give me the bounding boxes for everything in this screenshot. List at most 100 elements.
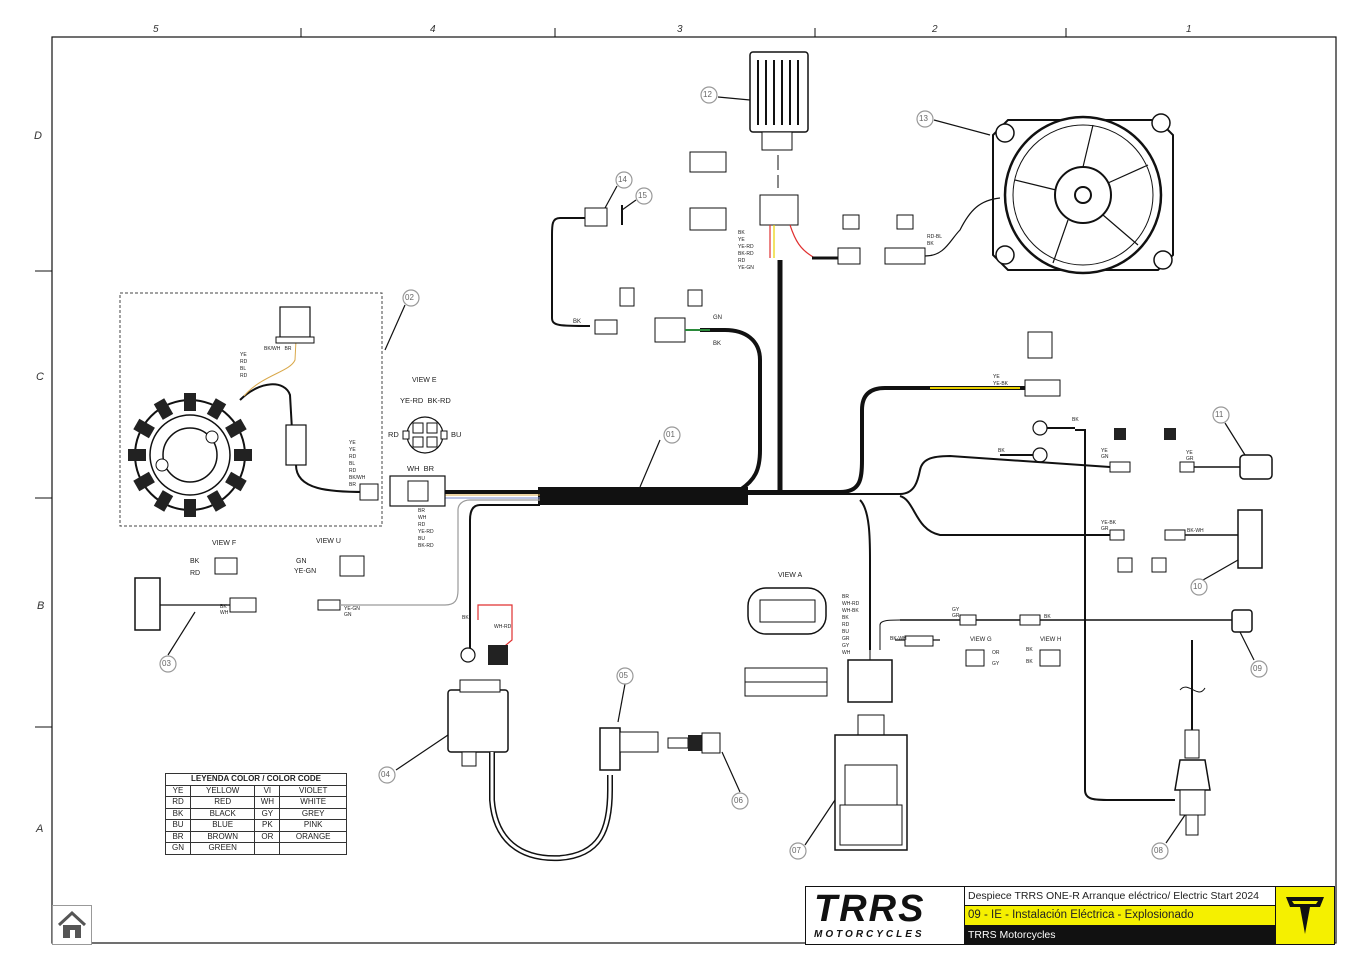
title-line-3: TRRS Motorcycles: [965, 926, 1276, 944]
callout-08: 08: [1154, 846, 1163, 855]
wire-label: YE-GN GN: [344, 606, 360, 618]
home-button[interactable]: [52, 905, 92, 945]
legend-color-name: GREEN: [189, 842, 256, 855]
wire-label: RD: [349, 454, 357, 460]
legend-code: VI: [254, 784, 281, 797]
legend-code: YE: [165, 784, 191, 797]
wire-label: BK: [998, 448, 1005, 454]
trrs-logo: TRRS MOTORCYCLES: [806, 887, 965, 944]
stator-boot: [285, 424, 307, 466]
view-a-label: VIEW A: [778, 572, 803, 579]
legend-color-name: BLACK: [189, 807, 256, 820]
callout-12: 12: [703, 90, 712, 99]
spark-cap-05: [599, 727, 621, 771]
legend-code: PK: [254, 819, 281, 832]
legend-title: LEYENDA COLOR / COLOR CODE: [165, 773, 347, 786]
wire-label: BK-RD: [418, 543, 434, 549]
view-kill-b: [1164, 428, 1176, 440]
view-e-face: [402, 416, 448, 454]
view-f-face: [214, 557, 238, 575]
wire-label: YE: [738, 237, 745, 243]
wire-label: BR: [349, 482, 356, 488]
stator-group-box: [119, 292, 383, 527]
wire-label: YE: [240, 352, 247, 358]
regulator-12: [749, 51, 809, 151]
wire-label: WH-RD: [842, 601, 860, 607]
callout-13: 13: [919, 114, 928, 123]
wire-label: YE: [993, 374, 1000, 380]
wire-label: WH-BK: [842, 608, 859, 614]
wire-label: GY: [842, 643, 850, 649]
wire-label: BK/WH BR: [264, 346, 292, 352]
wire-label: YE-RD: [738, 244, 754, 250]
wire-label: BK WH: [220, 604, 229, 616]
view-s-face: [619, 287, 635, 307]
wire-label: GY GR: [952, 607, 960, 619]
zone-letter: A: [36, 823, 44, 835]
legend-color-name: ORANGE: [279, 830, 347, 843]
wire-label: RD: [418, 522, 426, 528]
rectifier-10: [1237, 509, 1263, 569]
legend-color-name: VIOLET: [279, 784, 347, 797]
wire-label: RD: [240, 359, 248, 365]
callout-09: 09: [1253, 664, 1262, 673]
wire-label: YE GN: [1101, 448, 1109, 460]
callout-11: 11: [1215, 410, 1224, 419]
view-l-face: [687, 289, 703, 307]
legend-row: RD RED WH WHITE: [165, 796, 347, 809]
callout-01: 01: [666, 430, 675, 439]
wire-label: GR: [842, 636, 850, 642]
view-g-face: [965, 649, 985, 667]
kill-switch-11: [1239, 454, 1273, 480]
callout-03: 03: [162, 659, 171, 668]
zone-ticks: [35, 28, 1336, 728]
ecu-07: [834, 734, 908, 851]
legend-row: GN GREEN: [165, 842, 347, 855]
part-03: [134, 577, 161, 631]
logo-subtext: MOTORCYCLES: [814, 929, 925, 940]
callout-07: 07: [792, 846, 801, 855]
wire-label: YE-GN: [738, 265, 754, 271]
stator: [128, 393, 252, 517]
wire-label: BK/WH: [349, 475, 366, 481]
legend-color-name: GREY: [279, 807, 347, 820]
wire-label: BK: [1026, 647, 1033, 653]
legend-code: WH: [254, 796, 281, 809]
wire-label: RD: [240, 373, 248, 379]
wire-label: BK: [842, 615, 849, 621]
zone-number: 3: [677, 24, 683, 35]
wire-label: YE GR: [1186, 450, 1194, 462]
legend-color-name: [279, 842, 347, 855]
wire-label: BL: [349, 461, 356, 467]
title-block: TRRS MOTORCYCLES Despiece TRRS ONE-R Arr…: [805, 886, 1335, 945]
zone-letter: D: [34, 130, 42, 142]
legend-code: GN: [165, 842, 191, 855]
home-icon: [57, 910, 87, 938]
legend-code: BK: [165, 807, 191, 820]
relay-connector: [1024, 379, 1061, 397]
fan-13: [992, 113, 1174, 275]
stator-plug: [359, 483, 379, 501]
logo-text: TRRS: [814, 888, 926, 930]
callout-06: 06: [734, 796, 743, 805]
view-e-label: VIEW E: [412, 377, 437, 384]
wire-label: YE-BK GR: [1101, 520, 1117, 532]
wire-label: GN: [713, 315, 722, 321]
wire-label: RD: [190, 570, 201, 577]
switch-09: [1231, 609, 1253, 633]
wire-label: BK: [713, 341, 722, 347]
sensor-08: [1174, 759, 1211, 791]
legend-row: BU BLUE PK PINK: [165, 819, 347, 832]
wire-label: BK-RD: [738, 251, 754, 257]
legend-code: OR: [254, 830, 281, 843]
wire-label: YE-BK: [993, 381, 1009, 387]
view-h-label: VIEW H: [1040, 637, 1062, 643]
sensor-14-body: [584, 207, 608, 227]
main-harness-sleeve: [538, 487, 748, 505]
wire-label: BU: [451, 430, 462, 439]
relay-face: [1027, 331, 1053, 359]
view-f-label: VIEW F: [212, 540, 237, 547]
legend-row: YE YELLOW VI VIOLET: [165, 784, 347, 797]
wire-label: RD: [349, 468, 357, 474]
